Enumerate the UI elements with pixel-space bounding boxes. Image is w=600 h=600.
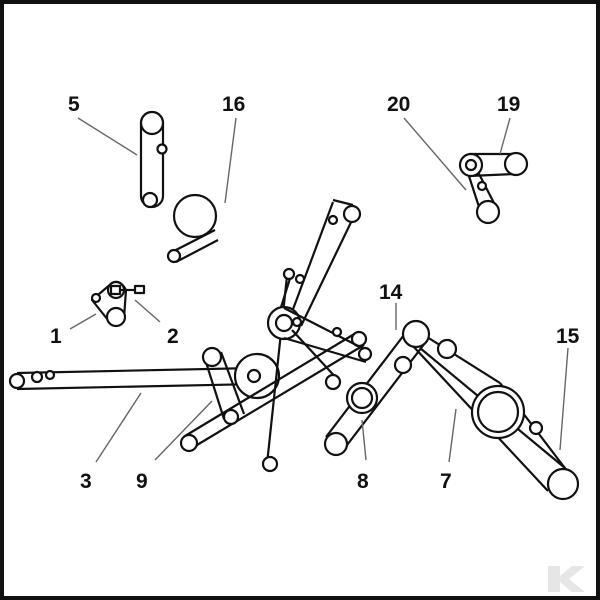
label-7: 7 <box>440 470 452 493</box>
label-15: 15 <box>556 325 580 348</box>
label-5: 5 <box>68 93 80 116</box>
belt-5 <box>139 110 168 209</box>
belt-7 <box>401 319 580 501</box>
belt-1 <box>90 280 128 328</box>
label-16: 16 <box>222 93 245 116</box>
belt-2 <box>120 284 146 295</box>
belt-8 <box>323 330 426 457</box>
label-20: 20 <box>387 93 410 116</box>
label-3: 3 <box>80 470 92 493</box>
label-1: 1 <box>50 325 62 348</box>
label-2: 2 <box>167 325 179 348</box>
belt-16 <box>166 193 219 264</box>
part-labels: 5 16 20 19 1 2 14 15 3 9 8 7 <box>50 93 580 493</box>
brand-k-logo <box>548 566 585 592</box>
leader-lines <box>69 117 569 463</box>
label-9: 9 <box>136 470 148 493</box>
belt-9 <box>179 330 368 453</box>
belt-central <box>261 198 373 473</box>
belt-3 <box>8 352 281 400</box>
label-14: 14 <box>379 281 403 304</box>
belt-19 <box>458 151 529 178</box>
label-19: 19 <box>497 93 520 116</box>
label-8: 8 <box>357 470 369 493</box>
